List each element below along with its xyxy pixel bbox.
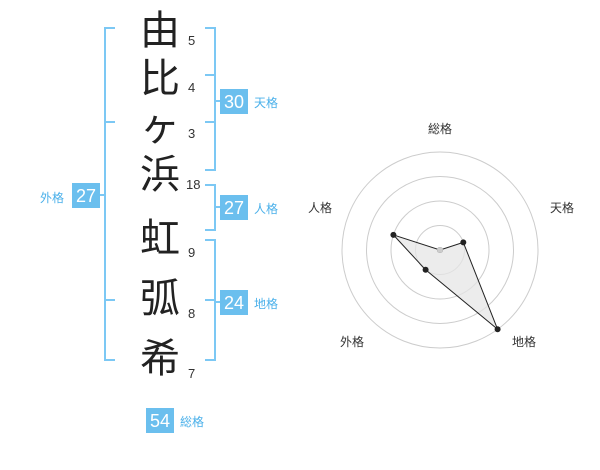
tenkaku-label: 天格 xyxy=(254,95,278,110)
stroke-count-6: 8 xyxy=(188,306,195,321)
radar-axis-label-gaikaku: 外格 xyxy=(340,334,364,349)
jinkaku-value: 27 xyxy=(224,198,244,218)
radar-point-4 xyxy=(390,231,397,238)
name-char-3: ヶ xyxy=(140,104,180,150)
name-char-4: 浜 xyxy=(140,152,180,198)
radar-point-2 xyxy=(494,326,501,333)
radar-point-1 xyxy=(460,239,467,246)
bracket-lines xyxy=(100,27,220,361)
stroke-count-4: 18 xyxy=(186,177,200,192)
name-char-6: 弧 xyxy=(140,276,180,322)
radar-ring xyxy=(366,176,514,324)
soukaku-badge: 54 総格 xyxy=(146,408,204,433)
radar-points xyxy=(390,231,501,333)
stroke-count-5: 9 xyxy=(188,245,195,260)
tenkaku-badge: 30 天格 xyxy=(220,89,278,114)
chikaku-label: 地格 xyxy=(254,296,278,311)
gaikaku-value: 27 xyxy=(76,186,96,206)
jinkaku-badge: 27 人格 xyxy=(220,195,278,220)
tenkaku-value: 30 xyxy=(224,92,244,112)
stroke-count-2: 4 xyxy=(188,80,195,95)
chikaku-badge: 24 地格 xyxy=(220,290,278,315)
radar-ring xyxy=(341,151,539,349)
jinkaku-label: 人格 xyxy=(254,201,278,216)
tenkaku-bracket xyxy=(205,27,216,171)
radar-point-3 xyxy=(422,266,429,273)
radar-ring xyxy=(390,200,490,300)
soukaku-label: 総格 xyxy=(180,414,204,429)
radar-axis-label-jinkaku: 人格 xyxy=(308,200,332,215)
name-char-7: 希 xyxy=(140,336,180,382)
name-char-1: 由 xyxy=(140,8,180,54)
radar-axis-label-soukaku: 総格 xyxy=(428,121,452,136)
stroke-count-3: 3 xyxy=(188,126,195,141)
radar-center xyxy=(437,247,443,253)
radar-axis-label-chikaku: 地格 xyxy=(512,334,536,349)
stroke-count-1: 5 xyxy=(188,33,195,48)
gaikaku-badge: 外格 27 xyxy=(40,183,100,208)
chikaku-value: 24 xyxy=(224,293,244,313)
radar-axis-label-tenkaku: 天格 xyxy=(550,200,574,215)
stroke-count-7: 7 xyxy=(188,366,195,381)
gaikaku-label: 外格 xyxy=(40,190,64,205)
name-char-5: 虹 xyxy=(140,216,180,262)
radar-polygon xyxy=(391,233,499,330)
radar-grid xyxy=(341,151,539,349)
soukaku-value: 54 xyxy=(150,411,170,431)
name-char-2: 比 xyxy=(140,56,180,102)
